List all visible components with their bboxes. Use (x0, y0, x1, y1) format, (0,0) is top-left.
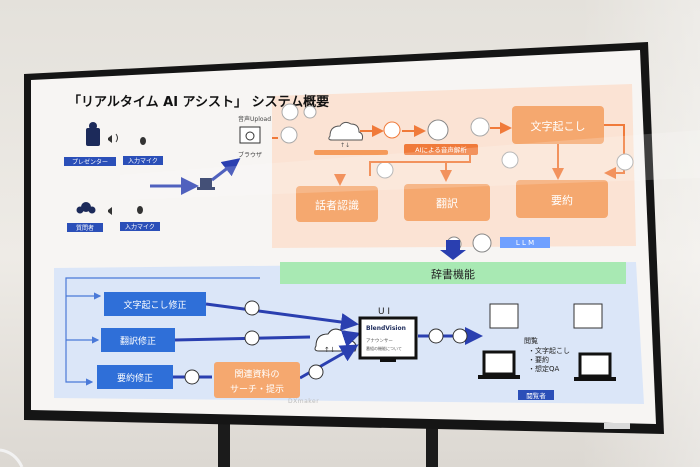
viewer-laptop-icon-2 (578, 352, 612, 378)
presenter-icon (86, 128, 100, 146)
questioner-icon (81, 202, 91, 212)
slide-title: 「リアルタイム AI アシスト」 システム概要 (68, 94, 329, 110)
audio-upload-text: 音声Upload (238, 115, 271, 123)
viewer-item-3: ・想定QA (528, 364, 560, 373)
ui-line1-text: アナウンサー (366, 337, 393, 344)
screen-glare (120, 130, 700, 200)
llm-text: L L M (516, 239, 534, 247)
ai-head-icon-2 (427, 119, 449, 141)
transcription-text: 文字起こし (531, 119, 586, 133)
mic-icon-2 (137, 206, 143, 214)
related-search-box (214, 362, 300, 398)
edit-translation-text: 翻訳修正 (120, 335, 156, 347)
edit-transcription-box (104, 292, 206, 316)
input-mic-text-1: 入力マイク (128, 157, 158, 165)
key-icon-7 (428, 328, 444, 344)
transcription-box (512, 106, 604, 144)
target-icon (383, 121, 401, 139)
key-icon-1 (303, 105, 317, 119)
input-mic-label-2 (120, 222, 160, 231)
speaker-icon-3 (280, 126, 298, 144)
questioner-label (67, 223, 103, 232)
key-icon-4 (244, 330, 260, 346)
edit-summary-box (97, 365, 173, 389)
stand-leg-left (218, 418, 230, 467)
laptop-icon-input (200, 178, 212, 187)
cloud-badge-icon (470, 117, 490, 137)
ui-line2-text: 番組の機能について (366, 345, 402, 351)
browser-window-icon (239, 126, 261, 144)
eye-icon (452, 328, 468, 344)
cloud-badge-icon-3 (501, 151, 519, 169)
key-icon-5 (184, 369, 200, 385)
ai-head-icon-1 (281, 103, 299, 121)
llm-label (500, 237, 550, 248)
mic-icon-1 (140, 137, 146, 145)
key-icon-6 (308, 364, 324, 380)
viewer-text: 閲覧者 (526, 391, 546, 400)
input-mic-label-1 (123, 156, 163, 165)
viewer-browser-icon-2 (573, 303, 603, 329)
ui-brand-text: BlendVision (366, 325, 406, 332)
speaker-icon-1 (108, 135, 112, 143)
search-text-2: サーチ・提示 (230, 384, 284, 395)
search-text-1: 関連資料の (234, 368, 279, 380)
viewer-heading-text: 閲覧 (524, 336, 538, 345)
power-cable (0, 448, 24, 467)
stand-leg-right (426, 418, 438, 467)
viewer-label (518, 390, 554, 400)
ui-screen-icon (358, 316, 418, 360)
speaker-icon-2 (108, 207, 112, 215)
dictionary-bar (280, 262, 626, 284)
dictionary-text: 辞書機能 (431, 267, 475, 281)
summary-box (516, 180, 608, 218)
presenter-text: プレゼンター (72, 158, 108, 166)
svg-text:↑↓: ↑↓ (340, 142, 350, 149)
monitor-brand: DXmaker (288, 398, 320, 405)
ai-head-icon-3 (472, 233, 492, 253)
ai-speech-label (404, 144, 478, 155)
viewer-browser-icon-1 (489, 303, 519, 329)
edit-summary-text: 要約修正 (117, 372, 153, 384)
cloud-icon-1 (328, 121, 364, 141)
monitor-sticker (604, 423, 630, 429)
ai-speech-text: AIによる音声解析 (415, 145, 467, 154)
down-arrow-icon (440, 240, 466, 260)
questioner-text: 質問者 (76, 224, 94, 232)
translation-text: 翻訳 (436, 196, 458, 210)
browser-text: ブラウザ (238, 151, 262, 159)
edit-translation-box (101, 328, 175, 352)
cloud-badge-icon-2 (616, 153, 634, 171)
key-icon-3 (244, 300, 260, 316)
translation-box (404, 184, 490, 221)
speaker-recognition-box (296, 186, 378, 222)
viewer-laptop-icon-1 (482, 350, 516, 376)
svg-text:↑↓: ↑↓ (324, 346, 336, 354)
ui-text: U I (378, 307, 390, 317)
summary-text: 要約 (551, 193, 573, 207)
viewer-item-1: ・文字起こし (528, 346, 570, 355)
glow-bar (314, 150, 388, 155)
edit-transcription-text: 文字起こし修正 (123, 299, 186, 311)
input-mic-text-2: 入力マイク (125, 223, 155, 231)
speaker-recognition-text: 話者認識 (315, 198, 359, 212)
presenter-label (64, 157, 116, 166)
viewer-item-2: ・要約 (528, 355, 549, 364)
